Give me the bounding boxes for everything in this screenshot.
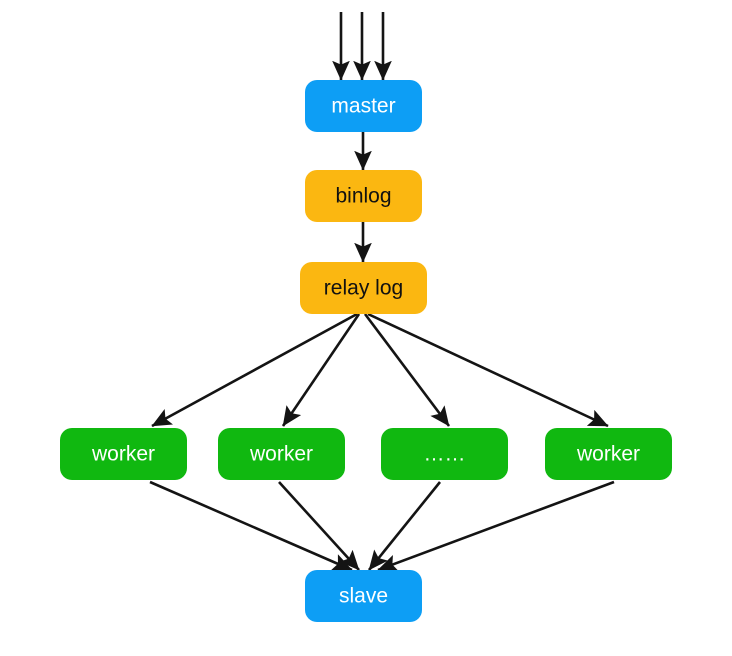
node-worker-2[interactable]: worker	[218, 428, 345, 480]
edge-worker-ellipsis-to-slave	[367, 481, 442, 571]
edge-worker-1-to-slave	[149, 480, 353, 572]
node-box-binlog[interactable]	[305, 170, 422, 222]
node-group: master binlog relay log worker worker …… worke…	[60, 80, 672, 622]
node-box-worker-ellipsis[interactable]	[381, 428, 508, 480]
edge-group	[149, 132, 615, 572]
node-slave[interactable]: slave	[305, 570, 422, 622]
edge-worker-n-to-slave	[377, 480, 615, 572]
node-worker-n[interactable]: worker	[545, 428, 672, 480]
node-worker-1[interactable]: worker	[60, 428, 187, 480]
node-box-master[interactable]	[305, 80, 422, 132]
node-box-worker-1[interactable]	[60, 428, 187, 480]
node-box-relay-log[interactable]	[300, 262, 427, 314]
node-box-slave[interactable]	[305, 570, 422, 622]
node-worker-ellipsis[interactable]: ……	[381, 428, 508, 480]
inbound-arrow-group	[332, 12, 392, 81]
node-box-worker-n[interactable]	[545, 428, 672, 480]
node-box-worker-2[interactable]	[218, 428, 345, 480]
node-relay-log[interactable]: relay log	[300, 262, 427, 314]
edge-relaylog-to-worker-ellipsis	[363, 313, 451, 427]
edge-relaylog-to-worker-1	[151, 312, 358, 428]
edge-relaylog-to-worker-n	[367, 312, 609, 428]
node-master[interactable]: master	[305, 80, 422, 132]
edge-worker-2-to-slave	[278, 481, 360, 571]
edge-relaylog-to-worker-2	[281, 313, 361, 427]
node-binlog[interactable]: binlog	[305, 170, 422, 222]
